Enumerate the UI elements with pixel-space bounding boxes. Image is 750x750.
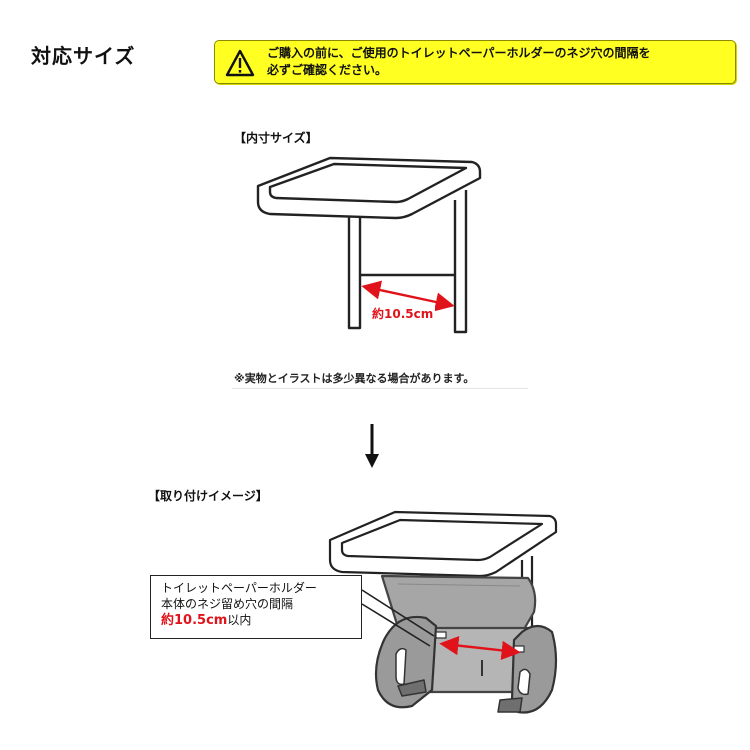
warning-banner: ご購入の前に、ご使用のトイレットペーパーホルダーのネジ穴の間隔を 必ずご確認くだ…: [214, 40, 736, 84]
warning-text: ご購入の前に、ご使用のトイレットペーパーホルダーのネジ穴の間隔を 必ずご確認くだ…: [267, 45, 729, 79]
callout-line-1: トイレットペーパーホルダー: [161, 581, 317, 595]
warning-icon: [225, 49, 255, 77]
warning-line-2: 必ずご確認ください。: [267, 63, 388, 77]
inner-dimension-arrow: [361, 280, 455, 312]
warning-line-1: ご購入の前に、ご使用のトイレットペーパーホルダーのネジ穴の間隔を: [267, 46, 651, 60]
inner-size-label: 【内寸サイズ】: [234, 131, 318, 145]
callout-value: 約10.5cm: [161, 613, 228, 628]
down-arrow-icon: [365, 424, 379, 468]
callout-leader: [361, 589, 435, 637]
hole-spacing-callout: トイレットペーパーホルダー 本体のネジ留め穴の間隔 約10.5cm以内: [150, 575, 362, 639]
shelf-diagram: [256, 156, 482, 334]
install-image-label: 【取り付けイメージ】: [148, 489, 268, 503]
note-divider: [232, 388, 528, 389]
hole-distance-arrow: [439, 636, 521, 660]
callout-line-3: 約10.5cm以内: [161, 612, 351, 629]
callout-suffix: 以内: [227, 613, 252, 627]
disclaimer-note: ※実物とイラストは多少異なる場合があります。: [234, 372, 475, 385]
inner-size-measurement: 約10.5cm: [370, 305, 436, 322]
section-title: 対応サイズ: [31, 44, 136, 68]
install-diagram: [328, 510, 558, 714]
callout-line-2: 本体のネジ留め穴の間隔: [161, 597, 294, 611]
